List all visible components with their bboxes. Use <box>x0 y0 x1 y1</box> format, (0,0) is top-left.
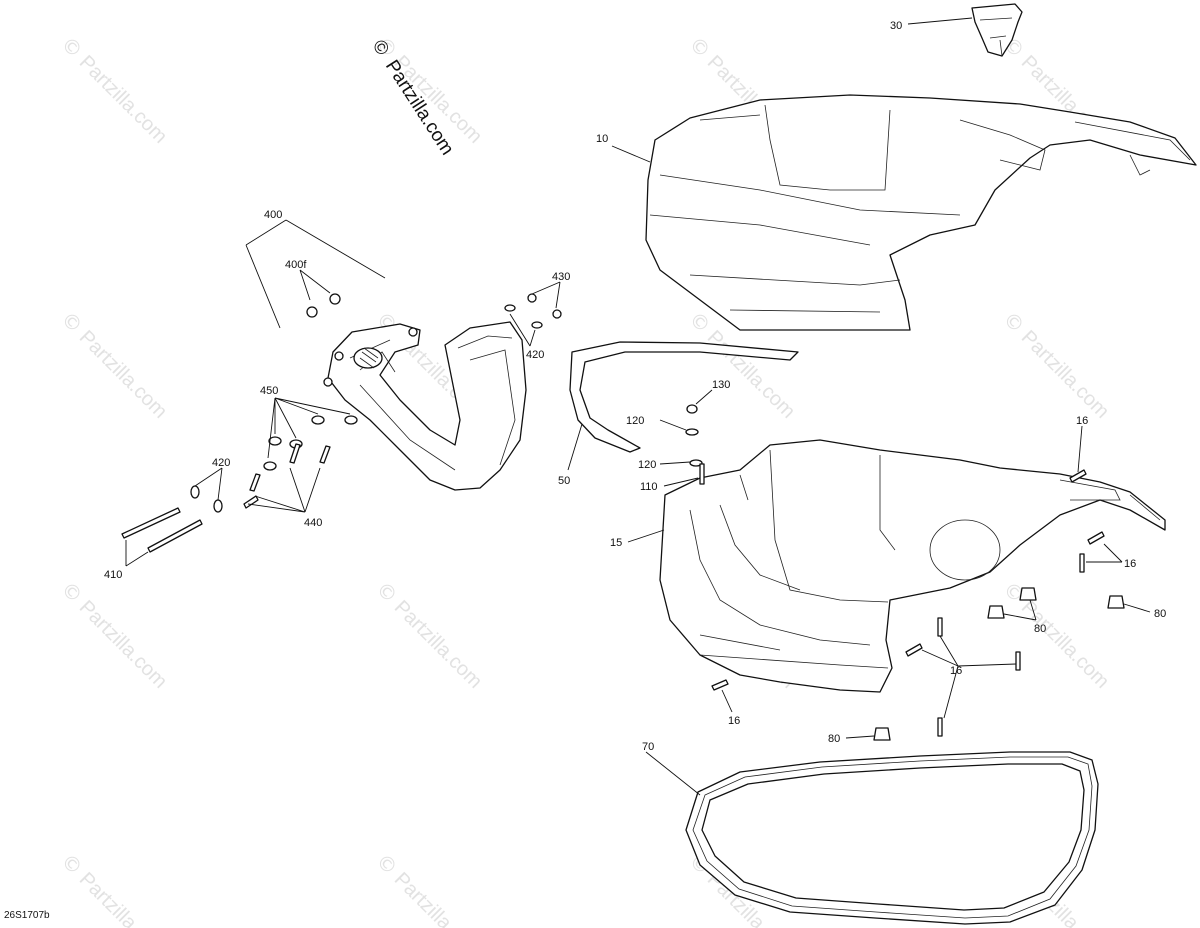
callout-400f: 400f <box>285 259 307 271</box>
callout-15: 15 <box>610 537 622 549</box>
screw-440-d <box>243 495 259 509</box>
watermark: © Partzilla.com <box>56 577 172 693</box>
hardware <box>121 293 1125 741</box>
washer-420-b <box>531 321 543 329</box>
screw-16-e <box>937 617 943 637</box>
part-30-clip <box>971 3 1023 57</box>
svg-text:Partzilla.com: Partzilla.com <box>75 868 172 928</box>
callout-420-a: 420 <box>526 349 544 361</box>
screw-16-h <box>937 717 943 737</box>
callout-450: 450 <box>260 385 278 397</box>
nut-400f-b <box>329 293 341 305</box>
screw-440-b <box>319 445 331 464</box>
callout-30: 30 <box>890 20 902 32</box>
callout-430: 430 <box>552 271 570 283</box>
callout-410: 410 <box>104 569 122 581</box>
drawing-code: 26S1707b <box>4 910 50 921</box>
callout-130: 130 <box>712 379 730 391</box>
part-70-seal-loop <box>685 751 1099 925</box>
washer-450-c <box>268 436 282 446</box>
callout-120-b: 120 <box>638 459 656 471</box>
part-15-lower-base <box>659 439 1166 693</box>
clip-80-b <box>1019 587 1037 601</box>
washer-120-a <box>685 428 699 436</box>
watermark: © Partzilla.com <box>371 577 487 693</box>
clip-80-a <box>987 605 1005 619</box>
svg-text:Partzilla.com: Partzilla.com <box>390 596 487 693</box>
svg-text:Partzilla.com: Partzilla.com <box>390 868 487 928</box>
part-400-hinge-frame <box>323 321 527 491</box>
callout-16-c: 16 <box>950 665 962 677</box>
svg-text:Partzilla.com: Partzilla.com <box>75 596 172 693</box>
callout-16-d: 16 <box>728 715 740 727</box>
screw-440-a <box>289 443 301 464</box>
watermark: © Partzilla.com <box>998 307 1114 423</box>
callout-70: 70 <box>642 741 654 753</box>
svg-text:Partzilla.com: Partzilla.com <box>75 326 172 423</box>
nut-430-b <box>552 309 562 319</box>
washer-120-b <box>689 459 703 467</box>
svg-text:Partzilla.com: Partzilla.com <box>1017 326 1114 423</box>
callout-80-c: 80 <box>828 733 840 745</box>
washer-420-c <box>190 485 200 499</box>
clip-80-d <box>873 727 891 741</box>
nut-400f-a <box>306 306 318 318</box>
callout-50: 50 <box>558 475 570 487</box>
screw-16-c <box>1079 553 1085 573</box>
clip-80-c <box>1107 595 1125 609</box>
svg-text:Partzilla.com: Partzilla.com <box>703 326 800 423</box>
washer-450-b <box>344 415 358 425</box>
callout-labels: 30 10 400 400f 430 420 450 420 440 410 1… <box>104 20 1166 753</box>
washer-450-e <box>263 461 277 471</box>
bolt-410-a <box>121 507 181 539</box>
leader-lines <box>125 17 1151 796</box>
watermark: © Partzilla.com <box>56 307 172 423</box>
washer-420-d <box>213 499 223 513</box>
washer-420-a <box>504 304 516 312</box>
watermark: © Partzilla.com <box>56 32 172 148</box>
watermark: © Partzilla.com <box>56 849 172 928</box>
screw-440-c <box>249 473 261 492</box>
callout-80-a: 80 <box>1034 623 1046 635</box>
callout-400: 400 <box>264 209 282 221</box>
callout-120-a: 120 <box>626 415 644 427</box>
watermark: © Partzilla.com <box>998 577 1114 693</box>
screw-16-a <box>1069 469 1087 483</box>
part-50-trim-strip <box>569 341 799 453</box>
screw-16-d <box>1015 651 1021 671</box>
callout-110: 110 <box>640 481 658 493</box>
screw-16-b <box>1087 531 1105 545</box>
svg-text:Partzilla.com: Partzilla.com <box>1017 596 1114 693</box>
callout-10: 10 <box>596 133 608 145</box>
callout-420-b: 420 <box>212 457 230 469</box>
nut-130 <box>686 404 698 414</box>
screw-16-f <box>905 643 923 657</box>
screw-16-g <box>711 679 729 691</box>
bolt-110 <box>699 463 705 485</box>
callout-440: 440 <box>304 517 322 529</box>
bolt-410-b <box>147 519 203 553</box>
watermark: © Partzilla.com <box>371 849 487 928</box>
washer-450-a <box>311 415 325 425</box>
svg-text:Partzilla.com: Partzilla.com <box>75 51 172 148</box>
callout-16-b: 16 <box>1124 558 1136 570</box>
nut-430-a <box>527 293 537 303</box>
callout-16-a: 16 <box>1076 415 1088 427</box>
part-10-upper-cover <box>645 94 1197 331</box>
callout-80-b: 80 <box>1154 608 1166 620</box>
